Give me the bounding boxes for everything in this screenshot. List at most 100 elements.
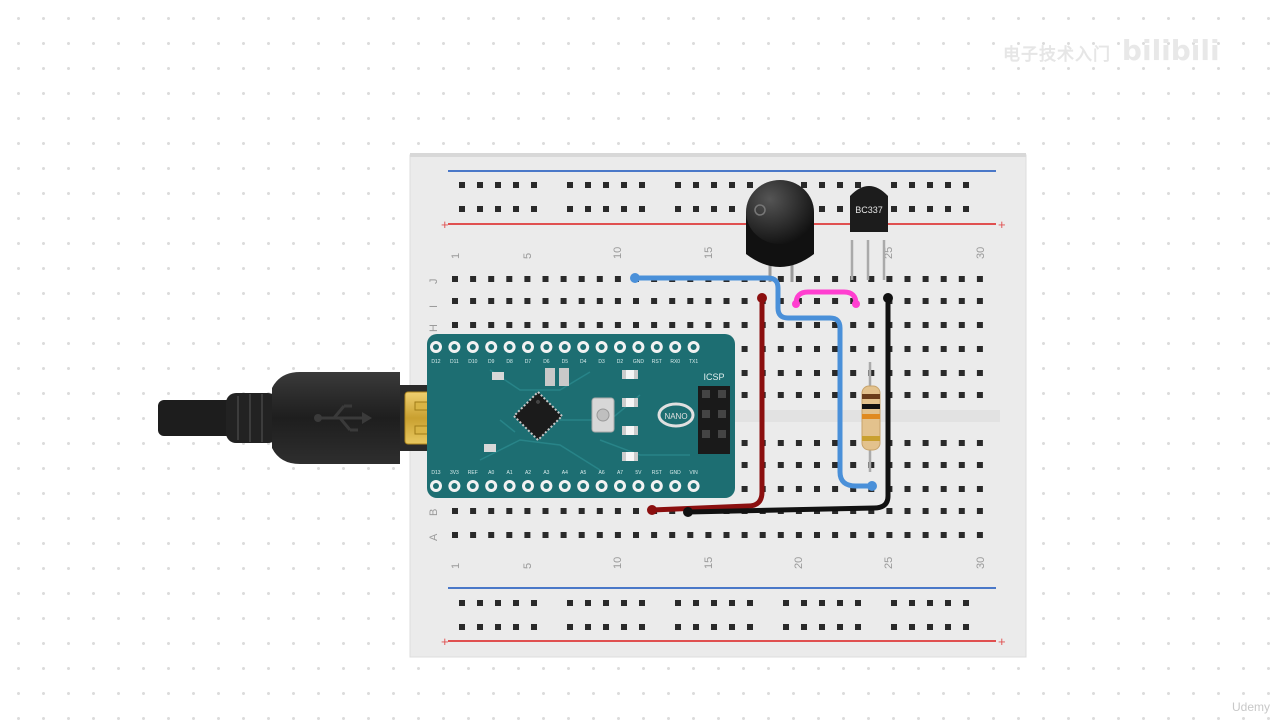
terminal-hole — [922, 370, 929, 376]
terminal-hole — [542, 322, 549, 328]
terminal-hole — [687, 532, 694, 538]
terminal-hole — [777, 532, 784, 538]
terminal-hole — [922, 486, 929, 492]
rail-hole — [927, 600, 933, 606]
terminal-hole — [940, 462, 947, 468]
terminal-hole — [759, 532, 766, 538]
nano-pin-hole — [672, 483, 679, 489]
terminal-hole — [777, 392, 784, 398]
rail-hole — [675, 206, 681, 212]
rail-hole — [729, 182, 735, 188]
terminal-hole — [488, 508, 495, 514]
rail-hole — [477, 624, 483, 630]
terminal-hole — [578, 276, 585, 282]
terminal-hole — [506, 508, 513, 514]
nano-pin-label: 3V3 — [450, 470, 459, 476]
terminal-hole — [976, 346, 983, 352]
rail-hole — [747, 182, 753, 188]
nano-pin-hole — [635, 483, 642, 489]
terminal-hole — [904, 346, 911, 352]
terminal-hole — [633, 322, 639, 328]
rail-hole — [729, 600, 735, 606]
nano-pin-label: A7 — [617, 470, 623, 476]
terminal-hole — [651, 298, 658, 304]
terminal-hole — [614, 532, 621, 538]
transistor-label: BC337 — [855, 205, 883, 215]
terminal-hole — [940, 370, 947, 376]
terminal-hole — [741, 298, 748, 304]
power-rails: + + + + — [441, 170, 1006, 649]
terminal-hole — [596, 322, 603, 328]
nano-pin-hole — [488, 344, 495, 350]
rail-hole — [693, 600, 699, 606]
terminal-hole — [922, 392, 929, 398]
terminal-hole — [976, 532, 983, 538]
terminal-hole — [814, 486, 820, 492]
terminal-hole — [814, 346, 820, 352]
rail-hole — [459, 624, 465, 630]
nano-pin-label: A2 — [525, 470, 531, 476]
terminal-hole — [940, 486, 947, 492]
terminal-hole — [922, 322, 929, 328]
terminal-hole — [940, 532, 947, 538]
terminal-hole — [470, 508, 477, 514]
terminal-hole — [795, 462, 802, 468]
terminal-hole — [922, 346, 929, 352]
nano-pin-label: RST — [652, 359, 662, 365]
nano-pin-hole — [561, 483, 568, 489]
rail-hole — [477, 182, 483, 188]
nano-pin-hole — [543, 483, 550, 489]
nano-pin-label: D13 — [431, 470, 440, 476]
rail-hole — [621, 600, 627, 606]
rail-hole — [639, 182, 645, 188]
nano-pin-hole — [525, 483, 531, 489]
terminal-hole — [940, 322, 947, 328]
col-number-bottom: 25 — [883, 557, 895, 569]
terminal-hole — [560, 508, 567, 514]
terminal-hole — [741, 532, 748, 538]
rail-hole — [531, 206, 537, 212]
terminal-hole — [814, 276, 820, 282]
col-number-top: 5 — [522, 253, 534, 259]
terminal-hole — [506, 298, 513, 304]
terminal-hole — [850, 532, 857, 538]
terminal-hole — [596, 508, 603, 514]
terminal-hole — [470, 322, 477, 328]
terminal-hole — [940, 276, 947, 282]
col-number-bottom: 15 — [703, 557, 715, 569]
terminal-hole — [578, 298, 585, 304]
rail-hole — [855, 624, 861, 630]
rail-hole — [675, 600, 681, 606]
terminal-hole — [596, 298, 603, 304]
terminal-hole — [832, 346, 839, 352]
nano-pin-label: VIN — [689, 470, 698, 476]
terminal-hole — [488, 276, 495, 282]
terminal-hole — [542, 276, 549, 282]
terminal-hole — [795, 392, 802, 398]
rail-hole — [855, 182, 861, 188]
buzzer-hole-icon — [754, 204, 766, 216]
nano-pin-label: TX1 — [689, 359, 698, 365]
terminal-hole — [452, 532, 458, 538]
nano-pin-hole — [598, 344, 605, 350]
nano-pin-label: A6 — [599, 470, 605, 476]
nano-pin-hole — [672, 344, 679, 350]
terminal-hole — [904, 440, 911, 446]
terminal-hole — [976, 462, 983, 468]
rail-hole — [621, 182, 627, 188]
terminal-hole — [470, 532, 477, 538]
nano-pin-label: D6 — [543, 359, 550, 365]
nano-pin-label: D12 — [431, 359, 440, 365]
terminal-hole — [596, 532, 603, 538]
rail-hole — [783, 600, 789, 606]
terminal-hole — [777, 322, 784, 328]
icsp-label: ICSP — [703, 372, 724, 382]
terminal-hole — [958, 532, 965, 538]
terminal-hole — [669, 298, 676, 304]
rail-hole — [513, 182, 519, 188]
rail-hole — [891, 624, 897, 630]
terminal-hole — [488, 322, 495, 328]
terminal-hole — [976, 370, 983, 376]
rail-hole — [711, 600, 717, 606]
